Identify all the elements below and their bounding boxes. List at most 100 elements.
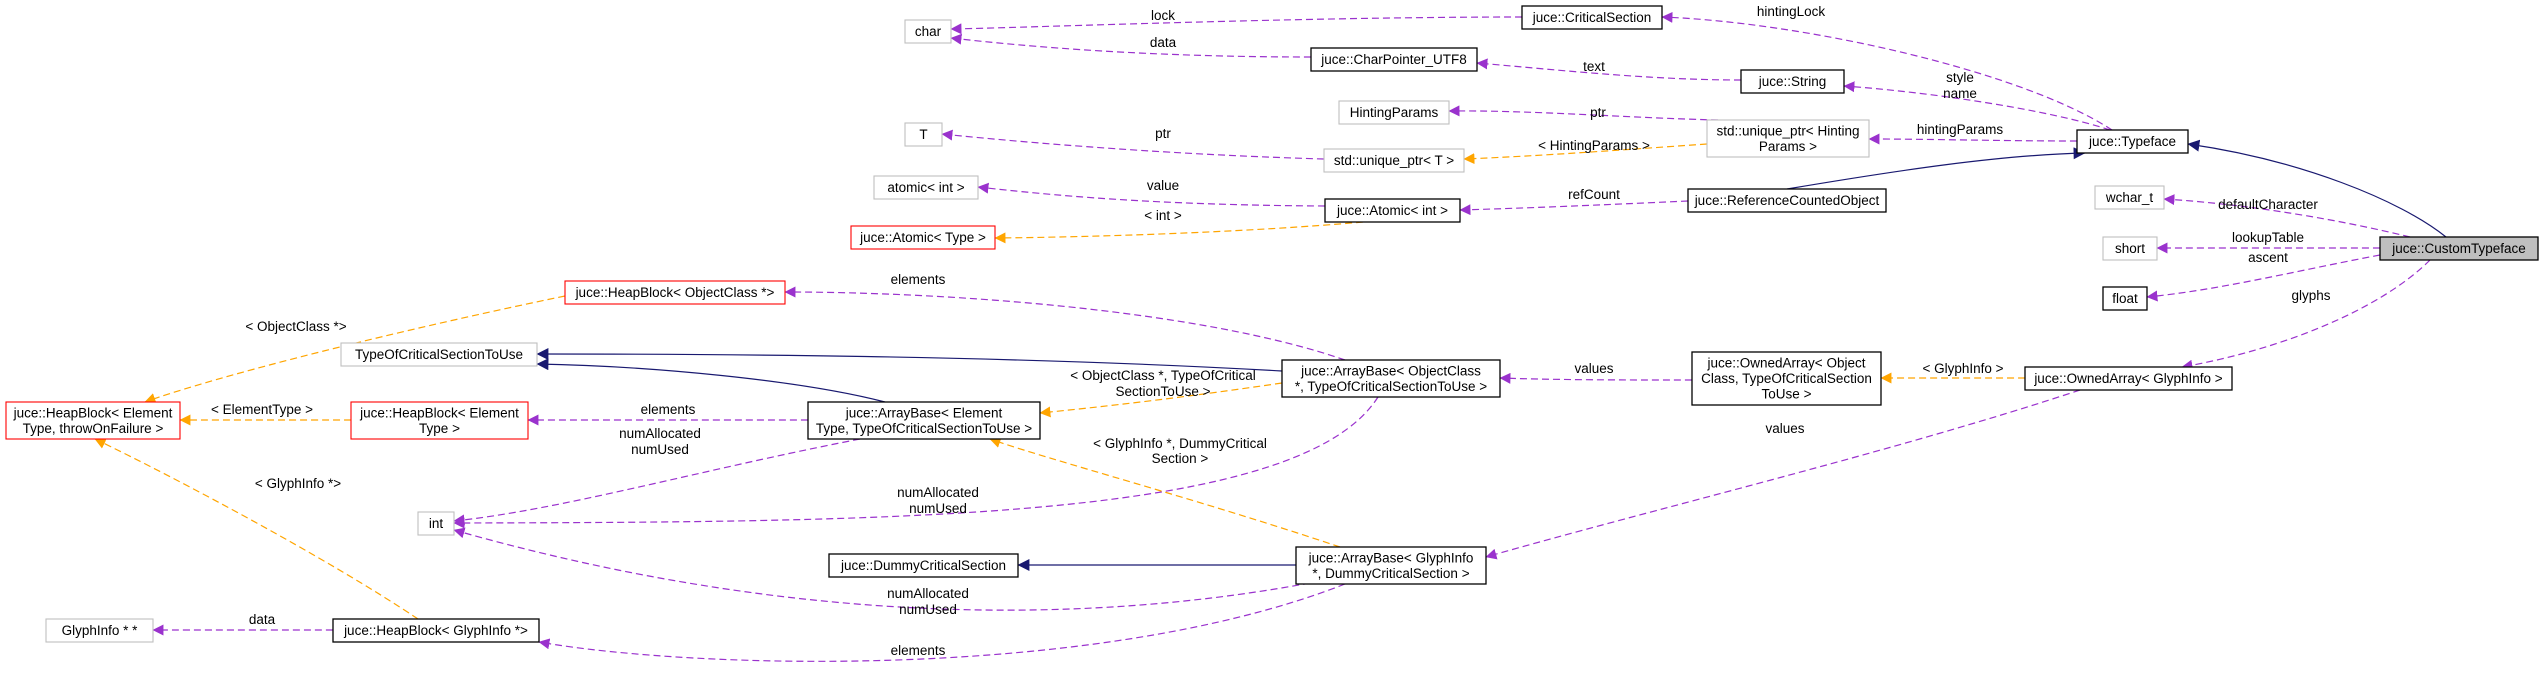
edge-label: data <box>1150 35 1177 50</box>
node-box <box>1324 198 1461 223</box>
node-box <box>1706 119 1870 158</box>
edge-label: hintingLock <box>1757 4 1826 19</box>
node-typeface[interactable]: juce::Typeface <box>2076 129 2189 154</box>
node-label: Class, TypeOfCriticalSection <box>1701 371 1872 386</box>
edge-criticalsection-to-char: lock <box>950 8 1523 35</box>
edge-line <box>1476 58 1742 81</box>
node-float[interactable]: float <box>2102 286 2148 311</box>
edge-heapglyph-to-heapgeneric: < GlyphInfo *> <box>94 438 419 620</box>
node-label: atomic< int > <box>887 180 964 195</box>
edge-label: elements <box>891 643 946 658</box>
edge-juceatomicint-to-juceatomictype: < int > <box>994 208 1364 244</box>
edge-label: < ObjectClass *, TypeOfCritical <box>1070 368 1255 383</box>
node-box <box>417 511 455 536</box>
node-char[interactable]: char <box>904 19 952 44</box>
node-T[interactable]: T <box>904 122 943 147</box>
edge-line <box>2187 139 2447 238</box>
edge-label: refCount <box>1568 187 1620 202</box>
node-label: char <box>915 24 942 39</box>
edge-line <box>1039 382 1283 418</box>
node-uniqT[interactable]: std::unique_ptr< T > <box>1323 148 1465 173</box>
edge-label: hintingParams <box>1917 122 2004 137</box>
edge-customtypeface-to-wchar: defaultCharacter <box>2163 194 2411 238</box>
edge-string-to-charpointer: text <box>1476 58 1742 81</box>
edge-line <box>1843 81 2111 131</box>
node-label: juce::DummyCriticalSection <box>840 558 1006 573</box>
edge-customtypeface-to-short: lookupTable <box>2156 230 2380 254</box>
node-heapgeneric[interactable]: juce::HeapBlock< ElementType, throwOnFai… <box>5 401 181 440</box>
node-label: *, TypeOfCriticalSectionToUse > <box>1295 379 1487 394</box>
node-arraybaseglyph[interactable]: juce::ArrayBase< GlyphInfo*, DummyCritic… <box>1295 546 1487 585</box>
node-box <box>1691 351 1882 406</box>
node-label: juce::CustomTypeface <box>2391 241 2526 256</box>
node-wchar[interactable]: wchar_t <box>2094 185 2165 210</box>
edge-arraybaseglyph-to-arraybaseelem: < GlyphInfo *, DummyCriticalSection > <box>989 436 1341 548</box>
edge-line <box>784 286 1346 361</box>
edge-line <box>538 583 1346 662</box>
node-juceatomicint[interactable]: juce::Atomic< int > <box>1324 198 1461 223</box>
edge-label: value <box>1147 178 1179 193</box>
edge-uniqhinting-to-hintingparams: ptr <box>1448 105 1719 121</box>
node-label: juce::HeapBlock< GlyphInfo *> <box>343 623 528 638</box>
edge-label: < int > <box>1144 208 1182 223</box>
node-box <box>5 401 181 440</box>
edge-arraybaseelem-to-tocs <box>536 358 886 403</box>
node-dummycs[interactable]: juce::DummyCriticalSection <box>828 553 1019 578</box>
node-ownedarrayglyph[interactable]: juce::OwnedArray< GlyphInfo > <box>2024 366 2233 391</box>
node-ownedarraygeneric[interactable]: juce::OwnedArray< ObjectClass, TypeOfCri… <box>1691 351 1882 406</box>
nodes-layer: char juce::CriticalSectionjuce::CharPoint… <box>5 5 2539 643</box>
node-heapobj[interactable]: juce::HeapBlock< ObjectClass *> <box>564 280 786 305</box>
edge-line <box>1868 133 2078 145</box>
node-uniqhinting[interactable]: std::unique_ptr< HintingParams > <box>1706 119 1870 158</box>
edge-customtypeface-to-float: ascent <box>2146 250 2381 302</box>
edge-heapelem-to-heapgeneric: < ElementType > <box>179 402 352 426</box>
node-box <box>350 401 529 440</box>
node-tocs[interactable]: TypeOfCriticalSectionToUse <box>340 342 538 367</box>
edge-label: numAllocated <box>897 485 979 500</box>
node-hintingparams[interactable]: HintingParams <box>1338 100 1450 125</box>
node-criticalsection[interactable]: juce::CriticalSection <box>1521 5 1663 30</box>
edge-label: elements <box>641 402 696 417</box>
node-string[interactable]: juce::String <box>1740 69 1845 94</box>
node-juceatomictype[interactable]: juce::Atomic< Type > <box>850 225 996 250</box>
edge-line <box>1499 372 1693 384</box>
node-charpointer[interactable]: juce::CharPointer_UTF8 <box>1310 47 1478 72</box>
node-box <box>1310 47 1478 72</box>
edge-line <box>977 182 1326 207</box>
node-box <box>2102 286 2148 311</box>
edge-line <box>1786 147 2086 190</box>
node-atomicint[interactable]: atomic< int > <box>873 175 979 200</box>
node-label: juce::OwnedArray< Object <box>1707 356 1866 371</box>
node-arraybaseelem[interactable]: juce::ArrayBase< ElementType, TypeOfCrit… <box>807 401 1041 440</box>
node-box <box>45 618 154 643</box>
node-label: short <box>2115 241 2145 256</box>
edge-typeface-to-criticalsection: hintingLock <box>1661 4 2113 131</box>
node-int[interactable]: int <box>417 511 455 536</box>
node-arraybaseobj[interactable]: juce::ArrayBase< ObjectClass*, TypeOfCri… <box>1281 359 1501 398</box>
edge-line <box>453 396 1379 529</box>
edge-label: SectionToUse > <box>1116 384 1211 399</box>
node-label: Type, throwOnFailure > <box>23 421 164 436</box>
edge-label: values <box>1765 421 1804 436</box>
node-box <box>1740 69 1845 94</box>
node-glyphptrptr[interactable]: GlyphInfo * * <box>45 618 154 643</box>
node-refcounted[interactable]: juce::ReferenceCountedObject <box>1687 188 1887 213</box>
node-heapglyph[interactable]: juce::HeapBlock< GlyphInfo *> <box>332 618 540 643</box>
node-heapelem[interactable]: juce::HeapBlock< ElementType > <box>350 401 529 440</box>
edge-line <box>2181 259 2431 371</box>
edge-refcounted-to-typeface <box>1786 147 2086 190</box>
edge-line <box>950 33 1312 58</box>
node-label: float <box>2112 291 2138 306</box>
node-box <box>2076 129 2189 154</box>
edge-line <box>994 221 1364 244</box>
node-label: std::unique_ptr< Hinting <box>1717 123 1860 138</box>
node-label: TypeOfCriticalSectionToUse <box>355 347 523 362</box>
edge-label: glyphs <box>2291 288 2330 303</box>
node-box <box>2379 236 2539 261</box>
edge-label: elements <box>891 272 946 287</box>
node-short[interactable]: short <box>2102 236 2158 261</box>
node-label: ToUse > <box>1762 387 1812 402</box>
node-label: juce::ArrayBase< ObjectClass <box>1300 363 1481 378</box>
node-customtypeface[interactable]: juce::CustomTypeface <box>2379 236 2539 261</box>
